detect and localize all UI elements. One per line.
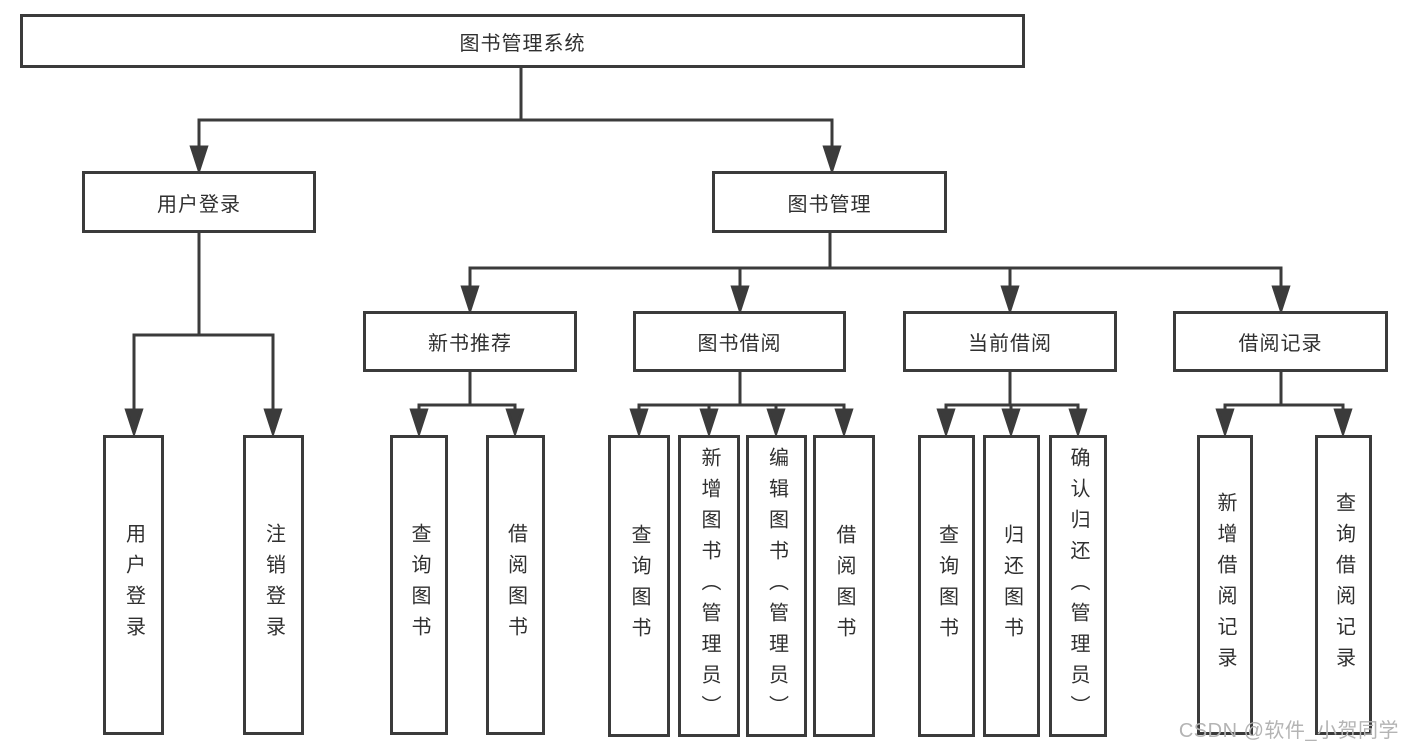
arrowhead	[409, 408, 429, 438]
arrowhead	[834, 408, 854, 438]
arrowhead	[936, 408, 956, 438]
connector-book-mgmt-children	[460, 231, 1291, 315]
arrowhead	[1001, 408, 1021, 438]
leaf-return-books: 归还图书	[983, 435, 1040, 737]
connector-current-borrow-children	[936, 370, 1088, 438]
connector-root-to-level2	[189, 66, 842, 175]
leaf-edit-books-admin: 编辑图书（管理员）	[746, 435, 807, 737]
arrowhead	[766, 408, 786, 438]
connector-borrow-record-children	[1215, 370, 1353, 438]
node-book-management: 图书管理	[712, 171, 947, 233]
connector-new-book-children	[409, 370, 525, 438]
arrowhead	[189, 145, 209, 175]
arrowhead	[1333, 408, 1353, 438]
leaf-query-books: 查询图书	[918, 435, 975, 737]
leaf-query-books: 查询图书	[390, 435, 448, 735]
arrowhead	[822, 145, 842, 175]
arrowhead	[699, 408, 719, 438]
arrowhead	[1271, 285, 1291, 315]
arrowhead	[460, 285, 480, 315]
arrowhead	[263, 408, 283, 438]
leaf-query-books: 查询图书	[608, 435, 670, 737]
csdn-watermark: CSDN @软件_小贺同学	[1178, 720, 1399, 742]
arrowhead	[1000, 285, 1020, 315]
leaf-borrow-books: 借阅图书	[813, 435, 875, 737]
arrowhead	[1215, 408, 1235, 438]
leaf-borrow-books: 借阅图书	[486, 435, 545, 735]
node-current-borrowing: 当前借阅	[903, 311, 1117, 372]
arrowhead	[629, 408, 649, 438]
leaf-add-borrow-record: 新增借阅记录	[1197, 435, 1253, 735]
leaf-add-books-admin: 新增图书（管理员）	[678, 435, 740, 737]
arrowhead	[1068, 408, 1088, 438]
node-book-borrowing: 图书借阅	[633, 311, 846, 372]
node-new-book-recommend: 新书推荐	[363, 311, 577, 372]
arrowhead	[730, 285, 750, 315]
leaf-user-login: 用户登录	[103, 435, 164, 735]
connector-user-login-children	[124, 231, 283, 438]
connector-book-borrow-children	[629, 370, 854, 438]
node-book-management-system: 图书管理系统	[20, 14, 1025, 68]
arrowhead	[505, 408, 525, 438]
node-borrowing-records: 借阅记录	[1173, 311, 1388, 372]
arrowhead	[124, 408, 144, 438]
leaf-confirm-return-admin: 确认归还（管理员）	[1049, 435, 1107, 737]
leaf-logout-login: 注销登录	[243, 435, 304, 735]
leaf-query-borrow-record: 查询借阅记录	[1315, 435, 1372, 735]
node-user-login: 用户登录	[82, 171, 316, 233]
